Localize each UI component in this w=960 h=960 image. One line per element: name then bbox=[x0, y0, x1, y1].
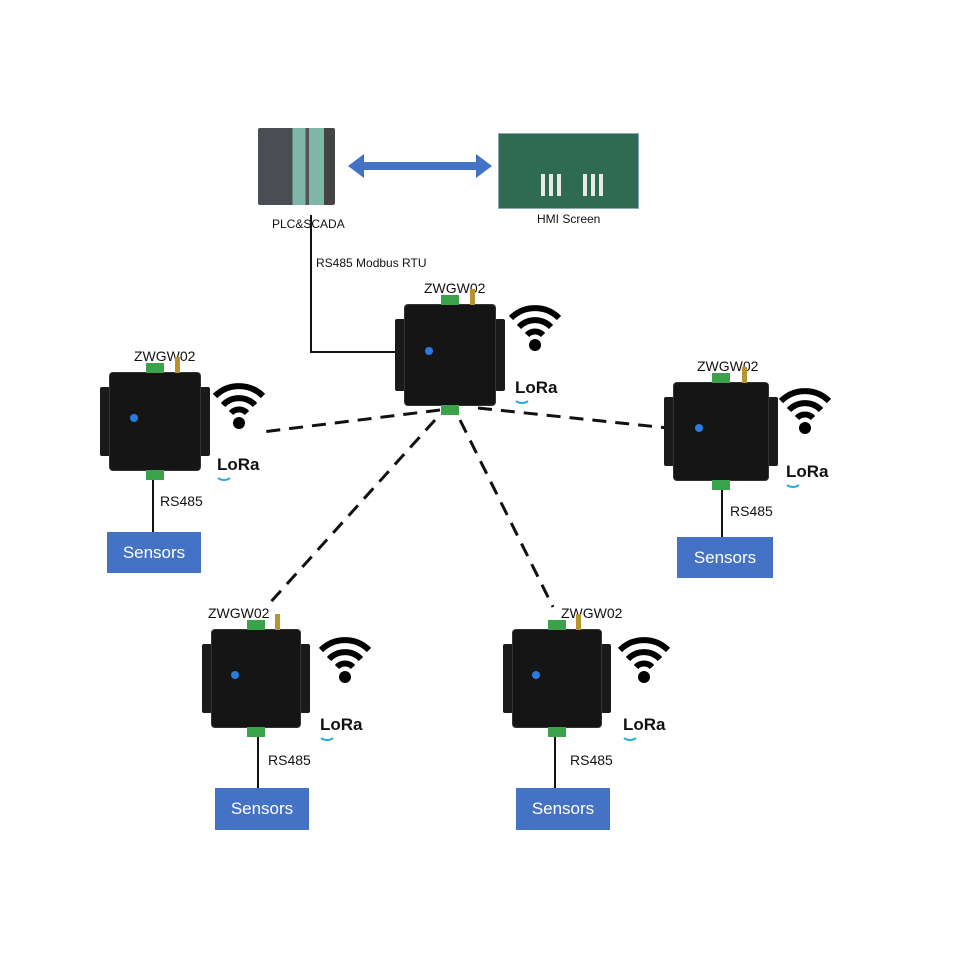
gateway-label: ZWGW02 bbox=[561, 605, 623, 621]
gateway-label: ZWGW02 bbox=[697, 358, 759, 374]
wifi-icon bbox=[212, 383, 266, 429]
gateway-label: ZWGW02 bbox=[424, 280, 486, 296]
hmi-screen-image bbox=[498, 133, 639, 209]
plc-label: PLC&SCADA bbox=[272, 217, 345, 231]
lora-gateway-device bbox=[664, 367, 778, 490]
terminal-block bbox=[548, 727, 567, 737]
sensors-box: Sensors bbox=[215, 788, 309, 830]
terminal-block bbox=[441, 405, 459, 415]
lora-logo: LoRa bbox=[621, 715, 666, 741]
antenna bbox=[275, 614, 281, 630]
lora-link-left bbox=[261, 408, 441, 434]
lora-gateway-device bbox=[202, 614, 310, 737]
rs485-label: RS485 bbox=[570, 752, 613, 768]
lora-gateway-device bbox=[503, 614, 611, 737]
rs485-modbus-link bbox=[310, 215, 398, 353]
gateway-label: ZWGW02 bbox=[208, 605, 270, 621]
lora-link-right bbox=[477, 406, 669, 430]
lora-logo: LoRa bbox=[318, 715, 363, 741]
bidirectional-arrow bbox=[348, 154, 492, 178]
lora-logo: LoRa bbox=[215, 455, 260, 481]
rs485-label: RS485 bbox=[730, 503, 773, 519]
wifi-icon bbox=[508, 305, 562, 351]
rs485-label: RS485 bbox=[268, 752, 311, 768]
sensors-box: Sensors bbox=[677, 537, 773, 578]
plc-image bbox=[258, 128, 335, 205]
lora-gateway-device bbox=[100, 357, 210, 480]
link-label: RS485 Modbus RTU bbox=[316, 256, 427, 270]
terminal-block bbox=[146, 470, 164, 480]
hmi-label: HMI Screen bbox=[537, 212, 601, 226]
sensors-box: Sensors bbox=[516, 788, 610, 830]
antenna bbox=[576, 614, 582, 630]
antenna bbox=[741, 367, 747, 383]
terminal-block bbox=[711, 480, 730, 490]
antenna bbox=[469, 289, 475, 305]
wifi-icon bbox=[617, 637, 671, 683]
lora-gateway-device bbox=[395, 289, 505, 415]
terminal-block bbox=[711, 373, 730, 383]
wifi-icon bbox=[778, 388, 832, 434]
terminal-block bbox=[548, 620, 567, 630]
gateway-label: ZWGW02 bbox=[134, 348, 196, 364]
terminal-block bbox=[441, 295, 459, 305]
lora-logo: LoRa bbox=[513, 378, 558, 404]
wifi-icon bbox=[318, 637, 372, 683]
antenna bbox=[174, 357, 180, 373]
rs485-label: RS485 bbox=[160, 493, 203, 509]
sensors-box: Sensors bbox=[107, 532, 201, 573]
terminal-block bbox=[247, 727, 266, 737]
lora-link-bottom-left bbox=[266, 418, 437, 607]
lora-link-bottom-right bbox=[458, 419, 555, 608]
lora-logo: LoRa bbox=[784, 462, 829, 488]
terminal-block bbox=[247, 620, 266, 630]
terminal-block bbox=[146, 363, 164, 373]
